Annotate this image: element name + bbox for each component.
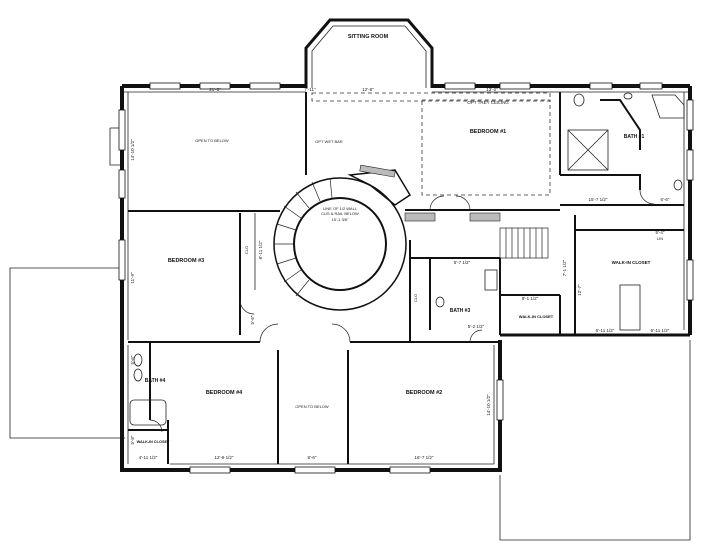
dimension-labels: 21'-5" 7'-11" 12'-8" 13'-0" 14'-10 1/2" …: [130, 87, 670, 460]
dim-left-small: 5'-6": [130, 355, 135, 364]
doors: [149, 189, 655, 433]
wet-bar-note: OPT WET BAR: [315, 139, 343, 144]
dim-bath1-side: 6'-6": [661, 197, 670, 202]
dim-top-mid-a: 7'-11": [304, 87, 316, 92]
bedroom-2-label: BEDROOM #2: [406, 390, 442, 396]
dim-top-mid-b: 12'-8": [362, 87, 374, 92]
lin-note: LIN: [657, 236, 663, 241]
bedroom-3-label: BEDROOM #3: [168, 258, 204, 264]
dim-top-right: 13'-0": [486, 87, 498, 92]
dim-bed4-w: 12'-9 1/2": [215, 455, 234, 460]
dim-bedroom3-width: 8'-11 1/2": [258, 240, 263, 259]
clo-bath3-note: CLO: [413, 294, 418, 302]
dim-bath3-a: 5'-7 1/2": [454, 260, 471, 265]
hatched-walls: [359, 164, 501, 222]
bath-4-label: BATH #4: [145, 378, 166, 384]
exterior-walls: [120, 84, 692, 472]
trey-ceiling-outline: [421, 99, 551, 196]
bath-1-label: BATH #1: [624, 134, 645, 140]
dim-bedroom2-h: 14'-10 1/2": [486, 394, 491, 416]
dim-bed2-w: 16'-7 1/2": [415, 455, 434, 460]
dim-closet1-w: 6'-11 1/2": [596, 328, 615, 333]
dim-bath3-b: 5'-2 1/2": [468, 324, 485, 329]
clo-left-note: CLO: [244, 246, 249, 254]
stair-width-dimension: 15'-1 3/8": [332, 217, 349, 222]
trey-ceiling-note: OPT TREY CEILING: [467, 100, 509, 105]
dim-top-left: 21'-5": [209, 87, 221, 92]
bedroom-1-label: BEDROOM #1: [470, 129, 506, 135]
straight-stair: [499, 227, 549, 259]
dim-left-lower: 11'-9": [130, 272, 135, 284]
dim-closet1-h: 7'-1 1/2": [562, 259, 567, 276]
walkin-closet-3-label: WALK-IN CLOSET: [519, 314, 554, 319]
dim-closet1-side: 12'-7": [577, 284, 582, 296]
interior-walls: [128, 92, 684, 464]
room-labels: BEDROOM #1 OPT TREY CEILING BATH #1 PLAT…: [137, 84, 664, 444]
spiral-stair: LINE OF 1/2 WALL CUS & RAIL BELOW 15'-1 …: [273, 169, 412, 311]
dim-closet1-w2: 6'-11 1/2": [651, 328, 670, 333]
walkin-closet-1-label: WALK-IN CLOSET: [612, 260, 651, 265]
bath-fixtures: [129, 92, 685, 426]
plat-shower-note: PLAT SHOWER: [615, 84, 641, 88]
dim-bed3-side: 5'-6": [250, 315, 255, 324]
stair-note-1: LINE OF 1/2 WALL: [323, 206, 358, 211]
dim-open-w: 8'-6": [308, 455, 317, 460]
dim-left-upper: 14'-10 1/2": [130, 139, 135, 161]
dim-lin-width: 5'-4": [656, 230, 665, 235]
dim-closet4-h: 5'-8": [130, 435, 135, 444]
open-below-mid-label: OPEN TO BELOW: [295, 404, 329, 409]
lower-level-outlines: [9, 127, 691, 541]
dim-closet3-w: 8'-1 1/2": [522, 296, 539, 301]
windows: [118, 82, 694, 474]
sitting-room: SITTING ROOM: [304, 18, 434, 88]
dim-bath4-w: 4'-11 1/2": [139, 455, 158, 460]
bedroom-4-label: BEDROOM #4: [206, 390, 243, 396]
header-dashed: [311, 92, 551, 102]
dim-bath1-width: 15'-7 1/2": [589, 197, 608, 202]
walkin-closet-4-label: WALK-IN CLOSET: [137, 440, 170, 444]
bath-3-label: BATH #3: [450, 308, 471, 314]
stair-note-2: CUS & RAIL BELOW: [321, 211, 359, 216]
open-below-top-label: OPEN TO BELOW: [195, 138, 229, 143]
sitting-room-label: SITTING ROOM: [348, 34, 389, 40]
